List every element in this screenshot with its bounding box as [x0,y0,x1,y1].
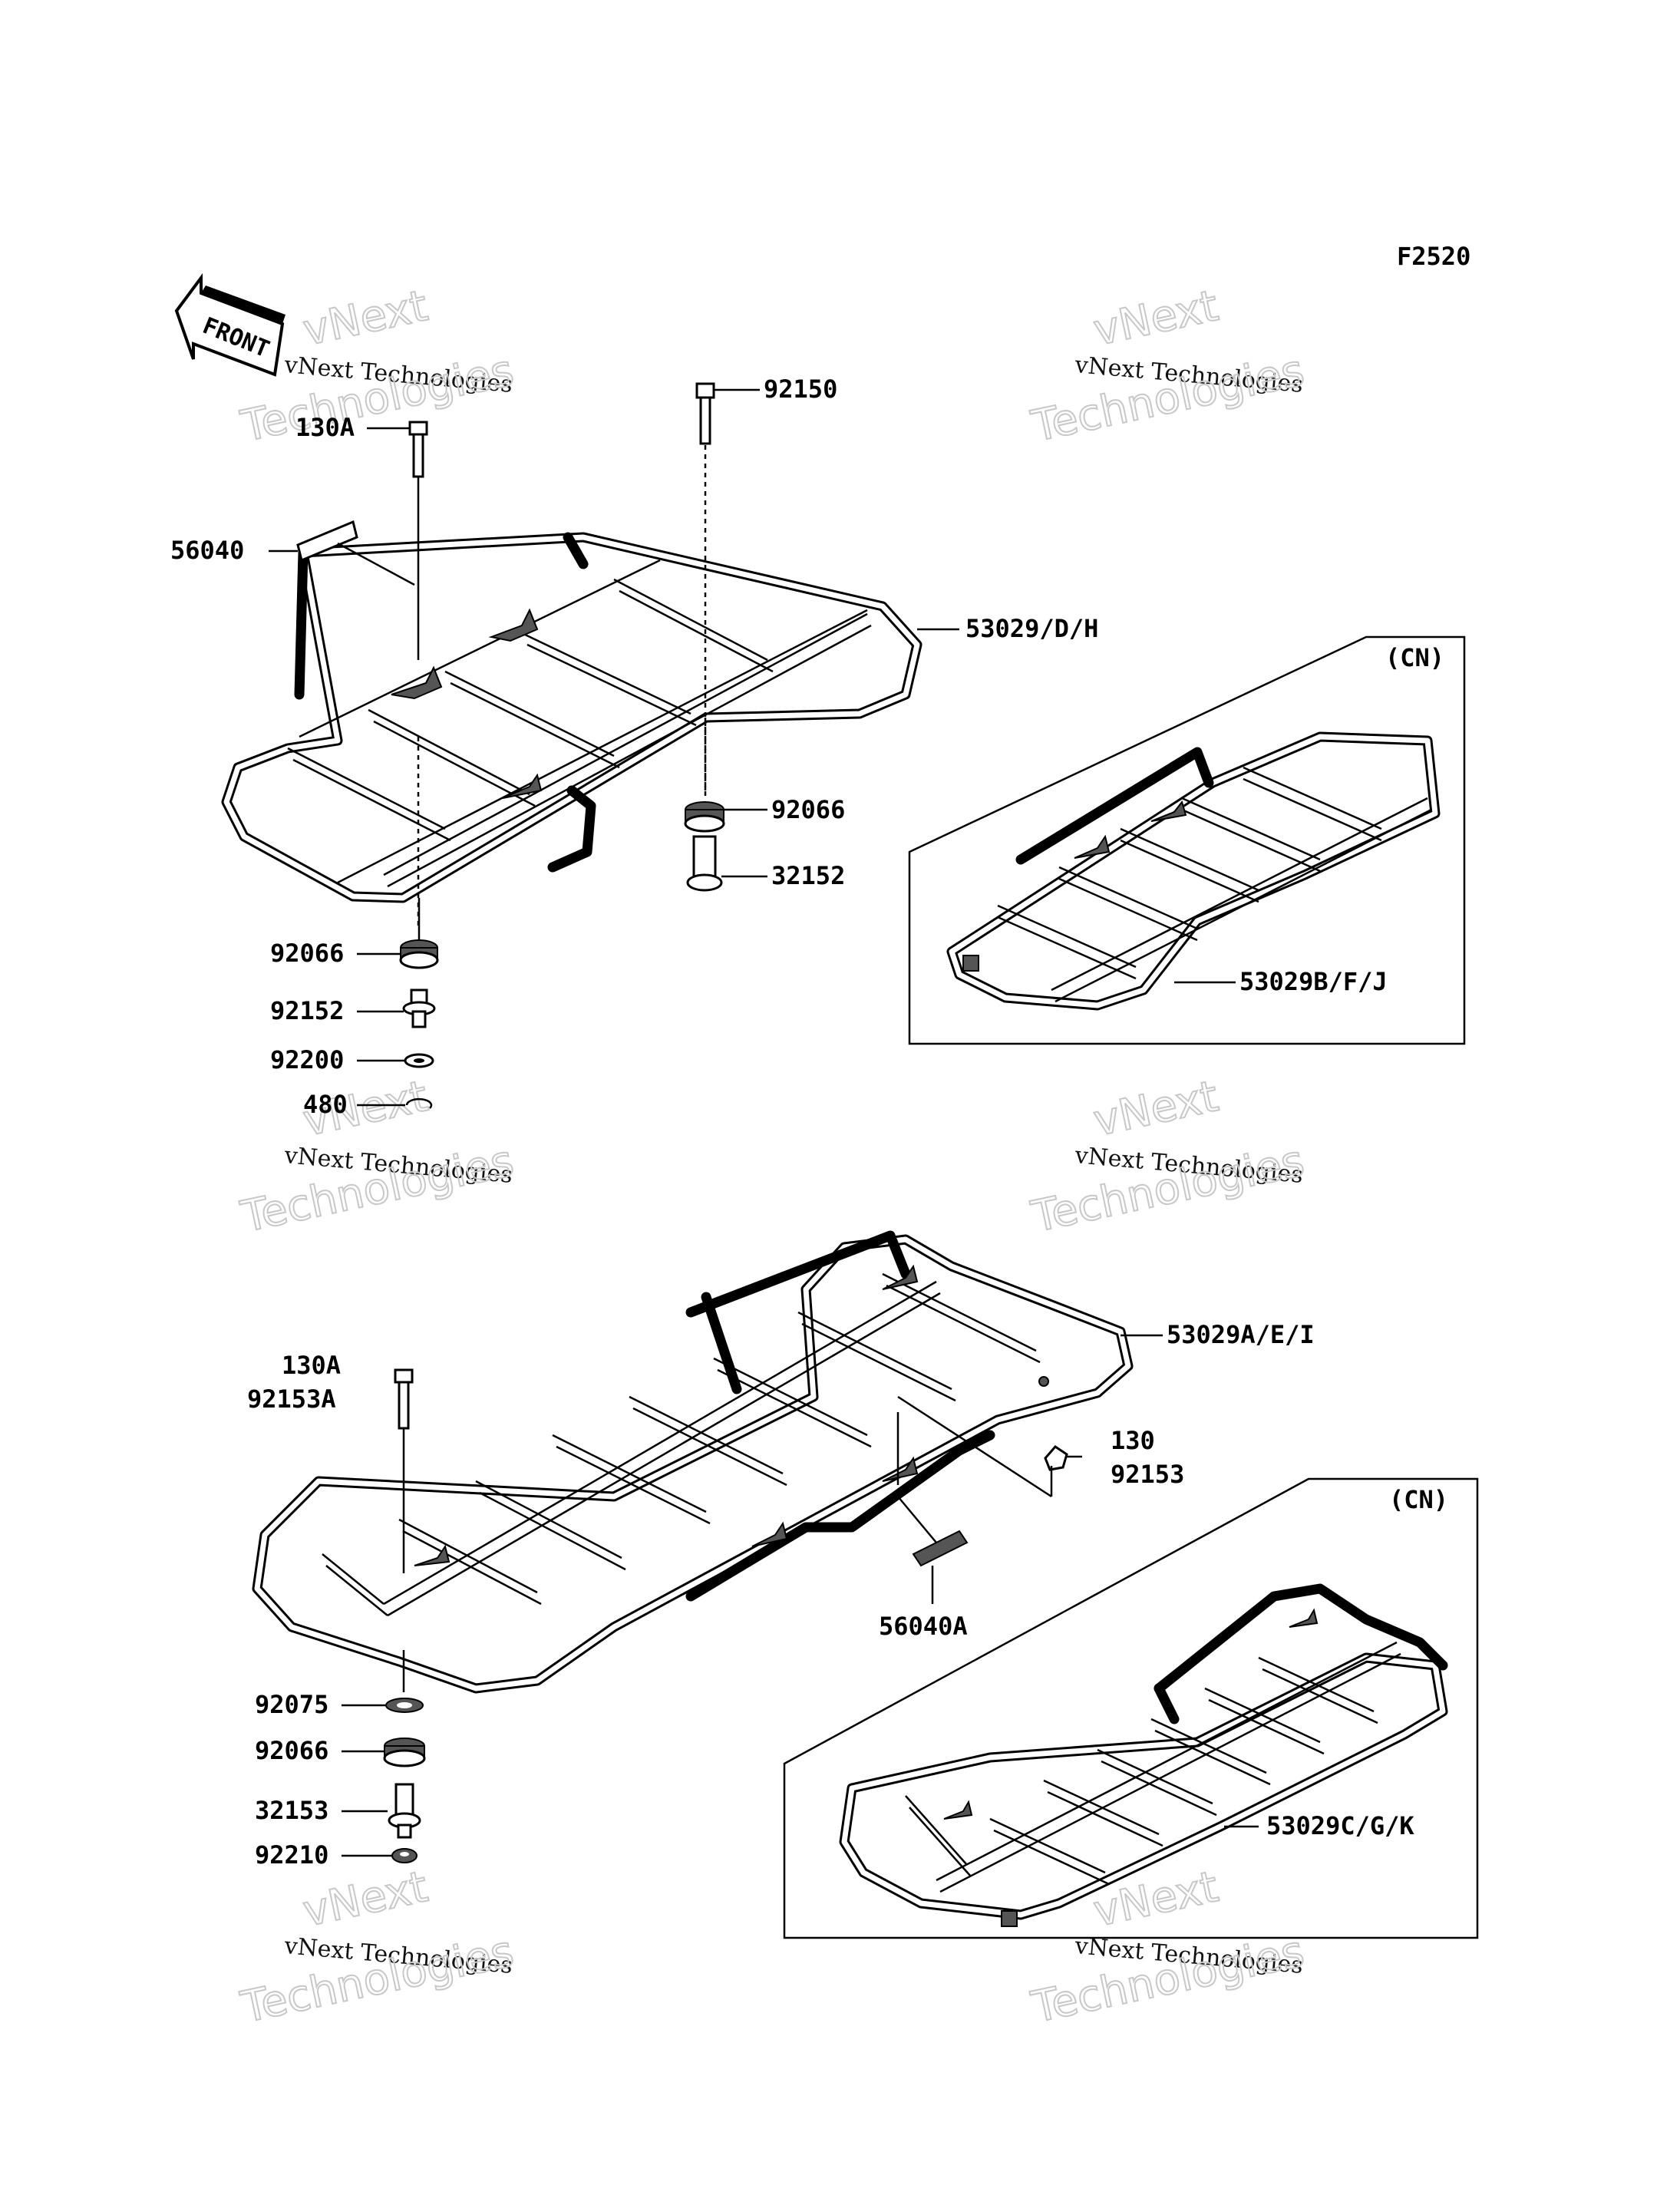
cn-label-bottom: (CN) [1389,1485,1448,1514]
watermark-mid-left: vNext vNext Technologies Technologies [236,1071,518,1243]
watermark-line1: vNext [1089,281,1223,356]
watermark-line1: vNext [1089,1862,1223,1937]
label-32153: 32153 [255,1796,328,1825]
washer-92075 [385,1698,424,1713]
label-92210: 92210 [255,1840,328,1870]
label-92066-left: 92066 [270,939,344,968]
label-92153: 92153 [1111,1460,1184,1489]
label-130a-bottom: 130A [282,1351,341,1380]
watermark-line1: vNext [299,1862,432,1937]
cn-box-top: (CN) [908,635,1466,1045]
front-arrow-icon: FRONT [174,272,286,377]
decal-56040a [912,1530,969,1567]
decal-56040 [296,520,358,563]
watermark-line1: vNext [1089,1071,1223,1147]
label-92075: 92075 [255,1690,328,1719]
collar-32152 [686,835,723,892]
watermark-top-right: vNext vNext Technologies Technologies [1026,280,1309,453]
label-53029-a-e-i: 53029A/E/I [1167,1320,1315,1349]
watermark-mid-right: vNext vNext Technologies Technologies [1026,1071,1309,1243]
watermark-bottom-right: vNext vNext Technologies Technologies [1026,1861,1309,2034]
bolt-92150 [695,382,715,445]
label-53029-c-g-k: 53029C/G/K [1266,1811,1414,1840]
label-480: 480 [303,1090,348,1119]
cn-box-bottom: (CN) [783,1477,1479,1939]
rubber-92066-bottom [383,1738,426,1767]
collar-32153 [388,1783,421,1839]
collar-92152 [402,988,436,1028]
bolt-130a-top [408,421,428,478]
watermark-top-left: vNext vNext Technologies Technologies [236,280,518,453]
clip-480 [405,1097,433,1109]
label-92066-right: 92066 [771,795,845,824]
watermark-line1: vNext [299,281,432,356]
rubber-92066-right [684,801,725,833]
label-92152: 92152 [270,996,344,1025]
label-56040: 56040 [170,536,244,565]
bolt-130 [1044,1445,1068,1471]
nut-92210 [391,1848,418,1863]
label-92200: 92200 [270,1045,344,1074]
label-56040a: 56040A [879,1612,968,1641]
rubber-92066-left [399,939,439,969]
label-53029-b-f-j: 53029B/F/J [1239,967,1388,996]
label-92153a: 92153A [247,1384,336,1414]
label-130: 130 [1111,1426,1155,1455]
cn-label-top: (CN) [1385,643,1444,672]
rack-53029-d-h [221,532,923,903]
watermark-bottom-left: vNext vNext Technologies Technologies [236,1861,518,2034]
rack-53029-a-e-i [252,1230,1134,1694]
label-53029-d-h: 53029/D/H [965,614,1098,643]
label-130a-top: 130A [295,413,355,442]
label-32152: 32152 [771,861,845,890]
label-92150: 92150 [764,375,837,404]
label-92066-bottom: 92066 [255,1736,328,1765]
bolt-130a-bottom [394,1368,414,1430]
figure-code: F2520 [1397,242,1470,271]
washer-92200 [404,1053,434,1068]
